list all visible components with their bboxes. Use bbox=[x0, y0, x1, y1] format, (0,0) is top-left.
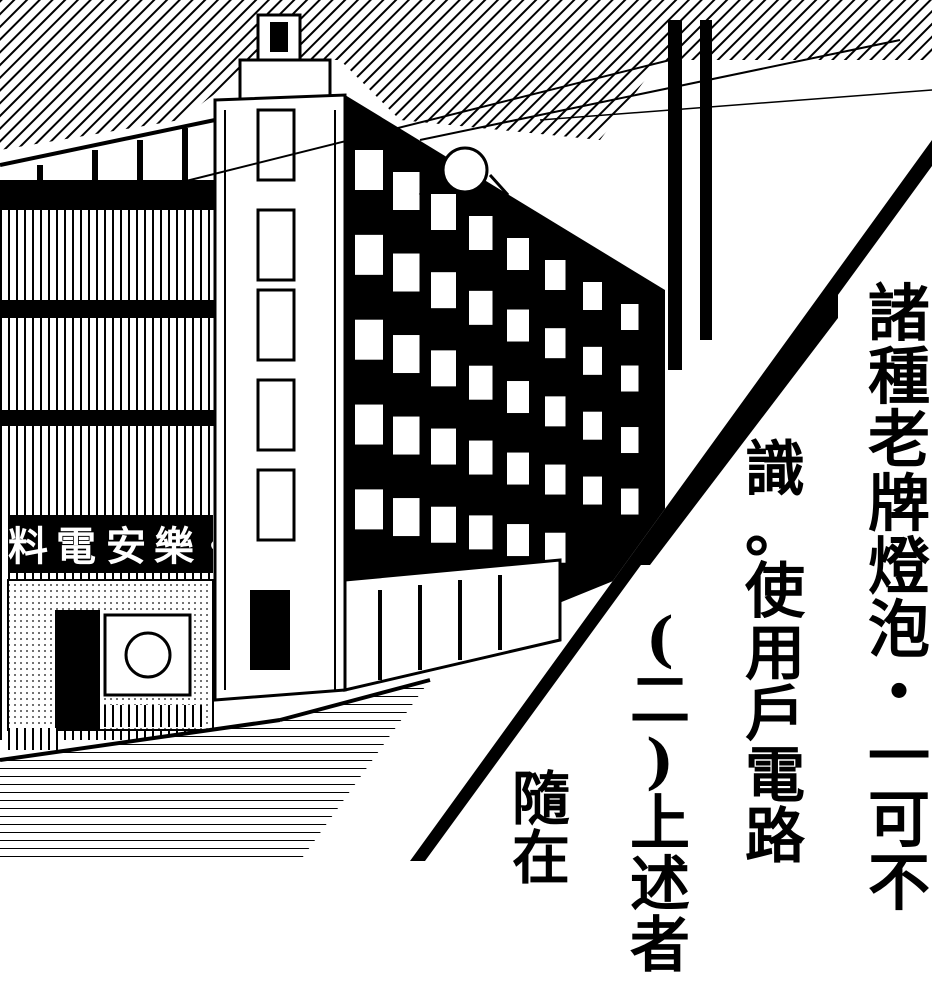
building-window bbox=[583, 411, 602, 440]
power-lines bbox=[149, 20, 932, 370]
ad-text-column-3: (二)上述者 bbox=[630, 605, 690, 981]
panel-border-outer bbox=[410, 140, 932, 861]
building-window bbox=[545, 328, 566, 359]
building-window bbox=[393, 416, 420, 455]
ad-char: 隨 bbox=[512, 765, 571, 833]
building-window bbox=[431, 350, 456, 387]
ad-text-column-1: 諸種老牌燈泡・一可不 bbox=[868, 277, 931, 915]
illustration: 料 電 安 樂 ・ bbox=[0, 0, 932, 861]
ad-char: 。 bbox=[745, 496, 805, 567]
ad-char: 二 bbox=[630, 666, 690, 737]
sign-char-2: 電 bbox=[56, 523, 96, 570]
ad-char: 在 bbox=[512, 824, 571, 893]
building-window bbox=[545, 532, 566, 563]
building-window bbox=[355, 234, 383, 275]
building-window bbox=[469, 216, 493, 250]
building-window bbox=[431, 428, 456, 465]
ad-char: 一 bbox=[868, 719, 931, 793]
panel-border-inner bbox=[635, 290, 838, 565]
ad-char: ( bbox=[645, 605, 675, 675]
center-building bbox=[213, 93, 347, 702]
shop-sign: 料 電 安 樂 ・ bbox=[8, 515, 236, 573]
building-window bbox=[355, 150, 383, 190]
ad-char: ) bbox=[645, 727, 675, 798]
sky-hatching bbox=[0, 0, 932, 150]
building-window bbox=[393, 335, 420, 374]
street bbox=[0, 678, 431, 861]
building-window bbox=[469, 515, 493, 550]
ad-char: ・ bbox=[868, 656, 931, 730]
building-window bbox=[469, 365, 493, 400]
building-window bbox=[545, 260, 566, 290]
tower-top bbox=[238, 13, 332, 102]
ad-text-column-2: 識。使用戶電路 bbox=[745, 435, 805, 873]
building-window bbox=[355, 319, 383, 360]
building-window bbox=[545, 464, 566, 495]
ad-text-column-4: 隨在 bbox=[512, 765, 571, 893]
shop-front bbox=[7, 579, 214, 750]
ad-char: 種 bbox=[868, 340, 931, 414]
ad-char: 燈 bbox=[868, 529, 931, 603]
ad-char: 者 bbox=[630, 910, 690, 981]
ad-char: 電 bbox=[745, 740, 805, 811]
ad-char: 戶 bbox=[745, 679, 805, 750]
building-window bbox=[393, 498, 420, 537]
ad-char: 用 bbox=[745, 618, 805, 689]
ad-char: 述 bbox=[630, 849, 690, 920]
building-window bbox=[621, 488, 639, 515]
street-lamp bbox=[418, 146, 510, 215]
building-window bbox=[621, 427, 639, 454]
sign-char-4: 樂 bbox=[154, 523, 195, 570]
sign-char-3: 安 bbox=[106, 523, 146, 570]
main-building bbox=[343, 95, 665, 692]
building-window bbox=[355, 489, 383, 530]
building-window bbox=[507, 238, 529, 270]
building-window bbox=[355, 404, 383, 445]
building-window bbox=[621, 304, 639, 330]
ad-char: 老 bbox=[868, 403, 931, 477]
building-window bbox=[583, 346, 602, 375]
ad-char: 識 bbox=[745, 435, 805, 505]
building-window bbox=[583, 282, 602, 310]
ad-char: 路 bbox=[745, 802, 805, 873]
window-grid bbox=[355, 150, 639, 563]
building-window bbox=[393, 172, 420, 210]
ad-char: 使 bbox=[745, 557, 805, 628]
building-window bbox=[545, 396, 566, 427]
sign-char-1: 料 bbox=[8, 523, 48, 570]
building-window bbox=[469, 290, 493, 325]
building-window bbox=[583, 476, 602, 505]
building-window bbox=[621, 365, 639, 392]
building-window bbox=[469, 440, 493, 475]
ad-char: 可 bbox=[868, 782, 931, 856]
ad-char: 諸 bbox=[868, 277, 931, 350]
building-window bbox=[507, 381, 529, 414]
building-window bbox=[431, 506, 456, 543]
building-window bbox=[431, 194, 456, 230]
building-window bbox=[507, 452, 529, 485]
building-window bbox=[507, 309, 529, 342]
ad-char: 牌 bbox=[868, 466, 931, 540]
building-window bbox=[507, 524, 529, 557]
building-window bbox=[431, 272, 456, 309]
ad-char: 泡 bbox=[868, 593, 931, 667]
ad-char: 上 bbox=[630, 788, 690, 859]
building-window bbox=[393, 253, 420, 292]
